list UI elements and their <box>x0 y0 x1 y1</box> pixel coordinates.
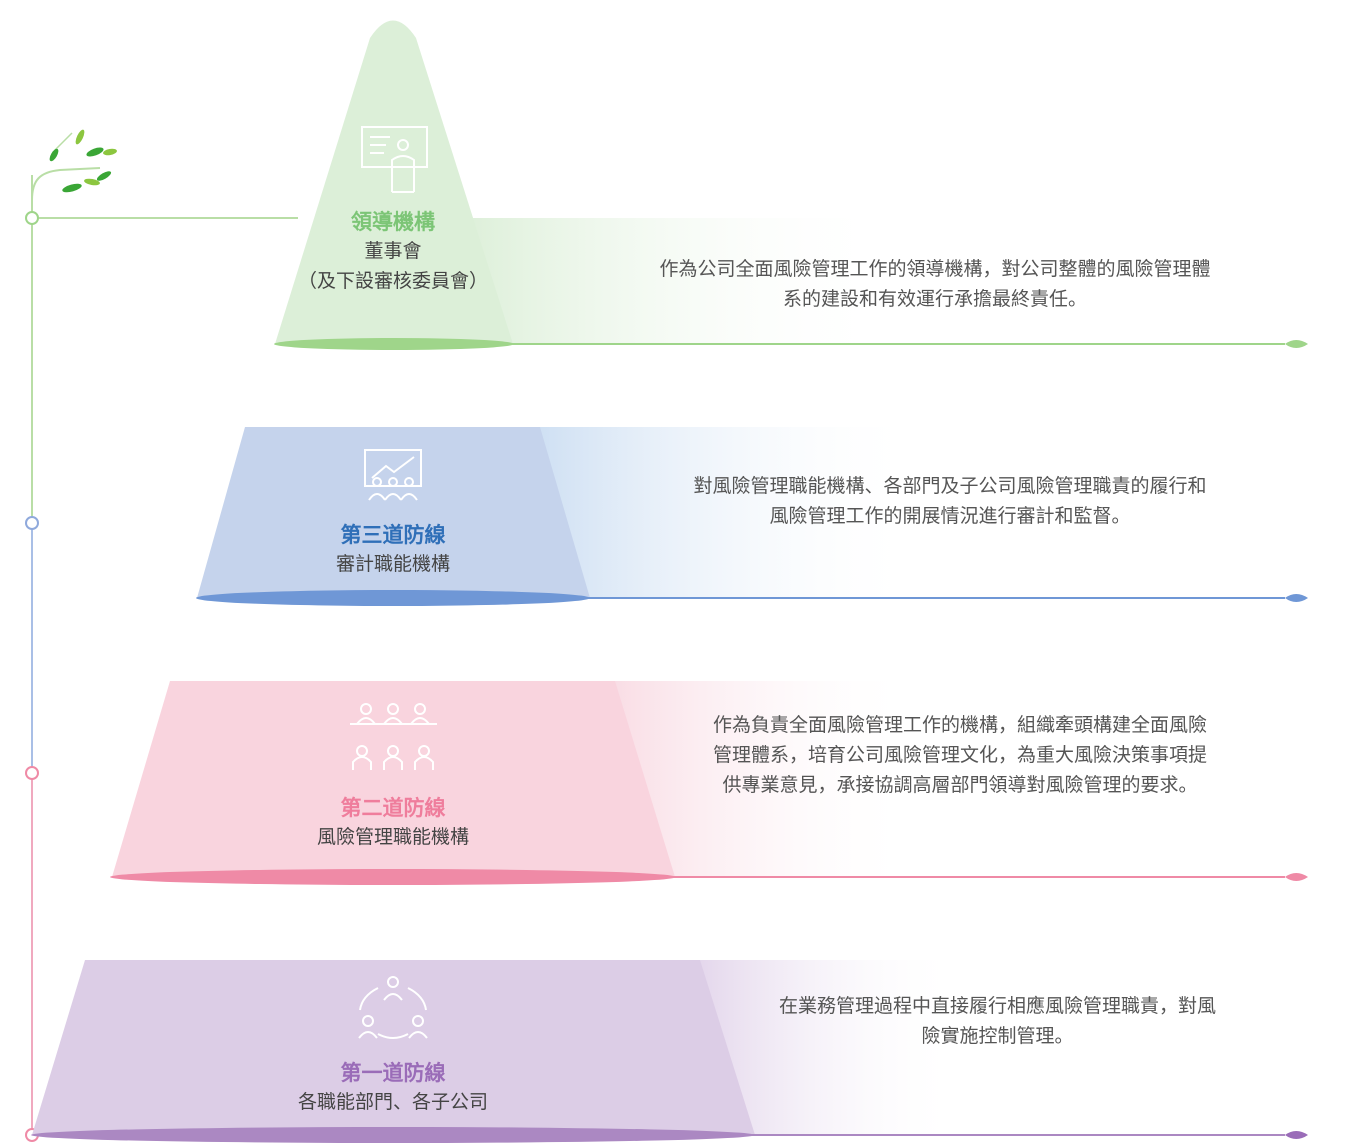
timeline-node <box>25 766 39 780</box>
level-subtitle: 各職能部門、各子公司 <box>297 1091 488 1113</box>
pyramid-base <box>196 590 590 606</box>
description-band <box>540 427 920 598</box>
description-second-line: 作為負責全面風險管理工作的機構，組織牽頭構建全面風險 管理體系，培育公司風險管理… <box>712 714 1207 796</box>
chart-audience-icon <box>364 449 422 501</box>
level-second-line <box>25 681 1308 885</box>
end-marker <box>1285 594 1308 602</box>
description-third-line: 對風險管理職能機構、各部門及子公司風險管理職責的履行和 風險管理工作的開展情況進… <box>693 475 1207 527</box>
level-subtitle: 董事會 <box>364 240 422 262</box>
level-label-third-line: 第三道防線 審計職能機構 <box>293 519 493 579</box>
timeline-node <box>25 211 39 225</box>
end-marker <box>1285 340 1308 348</box>
end-marker <box>1285 873 1308 881</box>
description-first-line: 在業務管理過程中直接履行相應風險管理職責，對風 險實施控制管理。 <box>778 995 1216 1047</box>
level-subtitle-extra: （及下設審核委員會） <box>297 270 488 292</box>
pyramid-base <box>274 338 514 350</box>
meeting-group-icon <box>350 703 437 770</box>
level-title: 第二道防線 <box>340 796 446 820</box>
description-leadership: 作為公司全面風險管理工作的領導機構，對公司整體的風險管理體 系的建設和有效運行承… <box>659 258 1211 310</box>
presentation-icon <box>361 126 428 193</box>
level-title: 第一道防線 <box>340 1061 446 1085</box>
level-subtitle: 審計職能機構 <box>335 553 450 575</box>
level-subtitle: 風險管理職能機構 <box>316 826 469 848</box>
pyramid-shape <box>32 960 755 1135</box>
timeline-node <box>25 516 39 530</box>
description-band <box>615 681 915 877</box>
level-leadership <box>25 20 1308 350</box>
level-third-line <box>25 427 1308 606</box>
level-first-line <box>25 960 1308 1143</box>
team-circle-icon <box>358 976 428 1039</box>
pyramid-base <box>31 1127 755 1143</box>
pyramid-shape <box>197 427 590 598</box>
end-marker <box>1285 1131 1308 1139</box>
pyramid-shape <box>112 681 675 877</box>
leaf-branch-icon <box>31 129 117 201</box>
level-label-second-line: 第二道防線 風險管理職能機構 <box>283 792 503 852</box>
level-label-first-line: 第一道防線 各職能部門、各子公司 <box>263 1057 523 1117</box>
pyramid-base <box>110 869 676 885</box>
level-title: 第三道防線 <box>340 523 446 547</box>
pyramid-shape <box>275 20 513 344</box>
level-label-leadership: 領導機構 董事會 （及下設審核委員會） <box>293 206 493 296</box>
description-band <box>460 218 890 345</box>
level-title: 領導機構 <box>351 210 435 234</box>
